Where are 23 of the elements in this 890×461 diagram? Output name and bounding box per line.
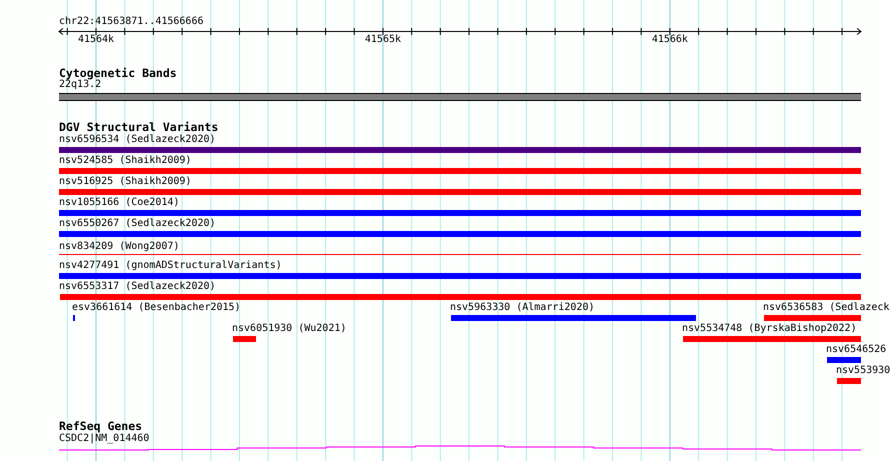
gene-label: CSDC2|NM_014460 xyxy=(59,433,150,445)
variant-label: nsv6536583 (Sedlazeck xyxy=(763,302,890,314)
variant-label: esv3661614 (Besenbacher2015) xyxy=(72,302,241,314)
variant-label: nsv1055166 (Coe2014) xyxy=(59,197,180,209)
variant-label: nsv6596534 (Sedlazeck2020) xyxy=(59,134,216,146)
variant-label: nsv5534748 (ByrskaBishop2022) xyxy=(682,323,857,335)
variant-label: nsv4277491 (gnomADStructuralVariants) xyxy=(59,260,282,272)
variant-label: nsv834209 (Wong2007) xyxy=(59,241,180,253)
variant-label: nsv6553317 (Sedlazeck2020) xyxy=(59,281,216,293)
tick-label: 41566k xyxy=(652,34,688,46)
tick-label: 41565k xyxy=(364,34,402,46)
coordinate-label: chr22:41563871..41566666 xyxy=(59,16,204,28)
band-label: 22q13.2 xyxy=(59,79,102,91)
variant-label: nsv553930 xyxy=(836,365,890,377)
track-heading: Cytogenetic Bands xyxy=(59,67,177,79)
tick-label: 41564k xyxy=(78,34,114,46)
variant-label: nsv5963330 (Almarri2020) xyxy=(450,302,594,314)
variant-label: nsv516925 (Shaikh2009) xyxy=(59,176,192,188)
variant-label: nsv524585 (Shaikh2009) xyxy=(59,155,192,167)
variant-label: nsv6051930 (Wu2021) xyxy=(232,323,346,335)
track-heading: DGV Structural Variants xyxy=(59,121,218,133)
variant-label: nsv6546526 xyxy=(826,344,886,356)
variant-label: nsv6550267 (Sedlazeck2020) xyxy=(59,218,216,230)
